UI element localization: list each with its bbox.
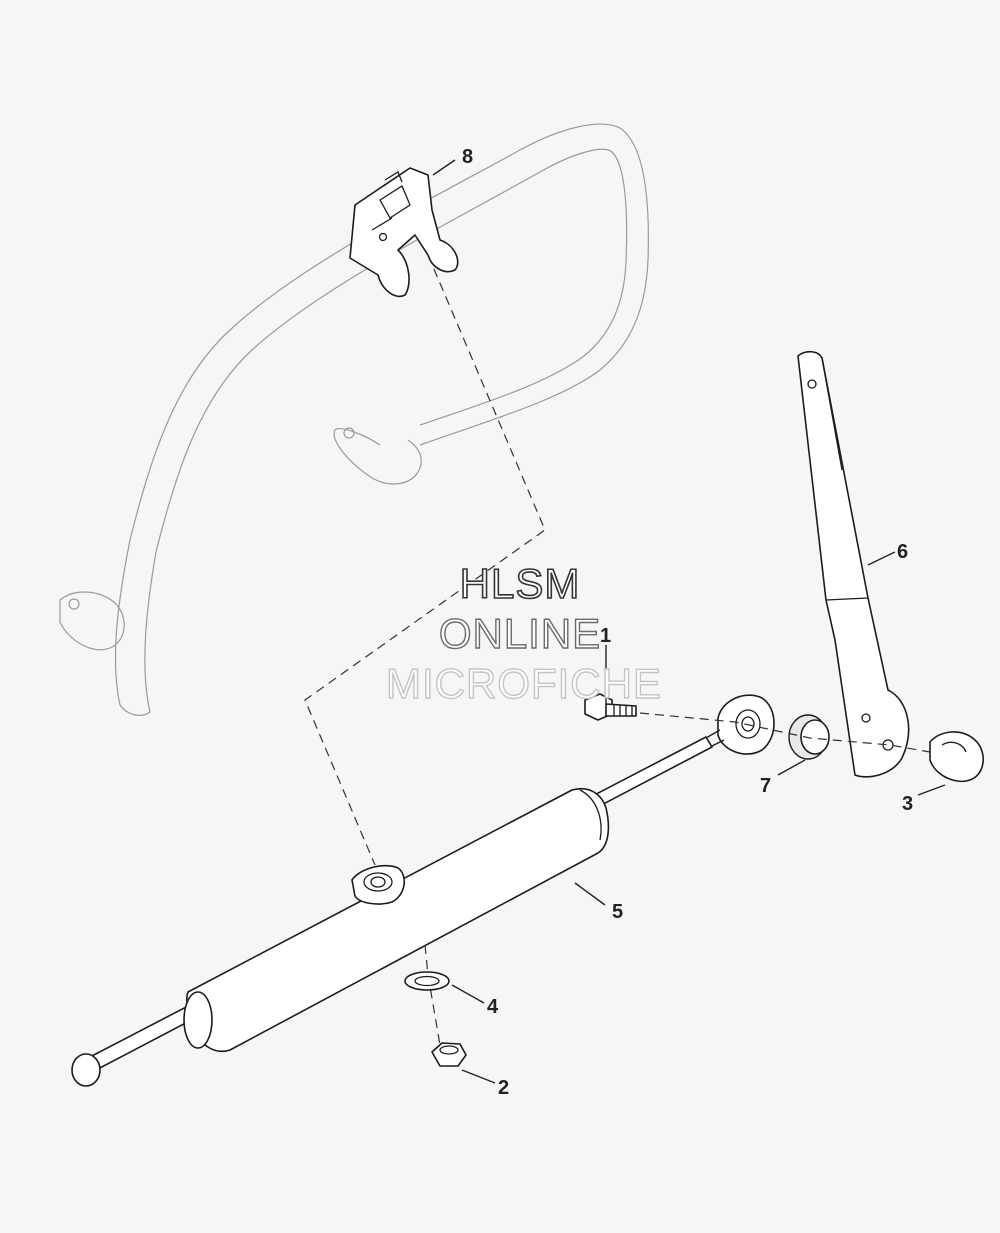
washer [404, 971, 450, 991]
clamp-bracket [349, 167, 459, 297]
steering-damper [71, 736, 713, 1087]
callout-1: 1 [600, 625, 611, 647]
alignment-line-washer [424, 944, 441, 1046]
callout-7: 7 [760, 775, 771, 797]
callout-4: 4 [487, 996, 499, 1018]
callout-3: 3 [902, 793, 913, 815]
acorn-nut [929, 731, 984, 782]
spacer [788, 714, 830, 760]
callout-5: 5 [612, 901, 623, 923]
leader-lines [432, 159, 946, 1084]
alignment-line-bolt [639, 712, 931, 753]
bolt [584, 693, 637, 721]
rod-end-eye [705, 694, 775, 755]
watermark-line-1: HLSM [460, 560, 581, 607]
callout-6: 6 [897, 541, 908, 563]
watermark: HLSM ONLINE MICROFICHE [385, 559, 662, 708]
ghost-frame-tube [59, 123, 649, 716]
watermark-line-2: ONLINE [439, 610, 601, 657]
callout-2: 2 [498, 1077, 509, 1099]
alignment-line-clamp [304, 254, 546, 866]
link-arm [797, 350, 910, 778]
callout-8: 8 [462, 146, 473, 168]
watermark-line-3: MICROFICHE [386, 660, 662, 707]
flange-nut [431, 1042, 467, 1067]
